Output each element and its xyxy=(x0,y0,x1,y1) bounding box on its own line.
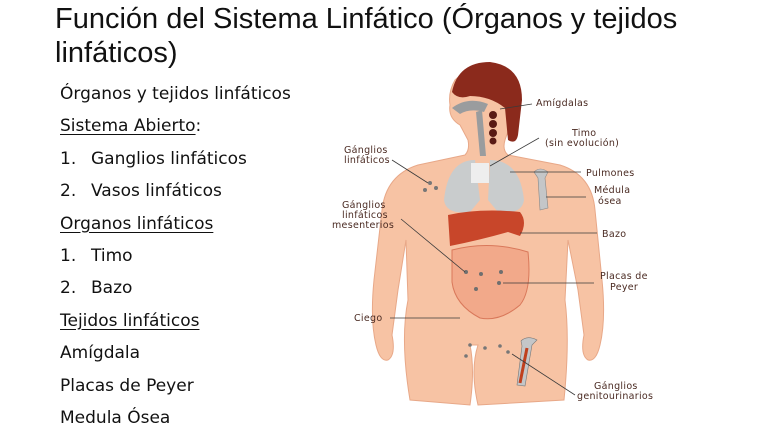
content-list: Órganos y tejidos linfáticos Sistema Abi… xyxy=(60,78,330,434)
label-mesenterios-1: Gánglios xyxy=(342,200,386,211)
line-text: Medula Ósea xyxy=(60,407,171,428)
list-line-placas: Placas de Peyer xyxy=(60,370,330,402)
list-heading-tejidos: Tejidos linfáticos xyxy=(60,305,330,337)
lymphatic-system-diagram: Amígdalas Timo (sin evolución) Gánglios … xyxy=(332,62,653,406)
heading-text: Sistema Abierto xyxy=(60,116,196,137)
label-timo-sub: (sin evolución) xyxy=(545,138,619,149)
label-peyer-2: Peyer xyxy=(610,282,638,293)
label-peyer-1: Placas de xyxy=(600,271,648,282)
heading-colon: : xyxy=(195,116,202,137)
slide-title: Función del Sistema Linfático (Órganos y… xyxy=(55,3,678,69)
line-text: Amígdala xyxy=(60,343,141,364)
leader-lines xyxy=(390,103,597,396)
item-text: Timo xyxy=(91,245,133,266)
lymph-nodes xyxy=(423,181,510,358)
thymus xyxy=(471,163,489,183)
item-text: Bazo xyxy=(91,278,133,299)
label-ciego: Ciego xyxy=(354,313,382,324)
label-genito-2: genitourinarios xyxy=(577,391,653,402)
label-pulmones: Pulmones xyxy=(586,168,635,179)
item-number: 2. xyxy=(60,181,77,202)
label-medula: Médula xyxy=(594,185,630,196)
label-medula-sub: ósea xyxy=(598,196,622,207)
list-item-vasos: 2. Vasos linfáticos xyxy=(60,175,330,207)
label-mesenterios-2: linfáticos xyxy=(342,210,388,221)
label-timo: Timo xyxy=(571,128,596,139)
list-item-timo: 1. Timo xyxy=(60,240,330,272)
label-ganglios: Gánglios xyxy=(344,145,388,156)
list-item-bazo: 2. Bazo xyxy=(60,272,330,304)
label-mesenterios-3: mesenterios xyxy=(332,220,394,231)
label-amigdalas: Amígdalas xyxy=(536,98,588,109)
item-number: 1. xyxy=(60,245,77,266)
item-number: 1. xyxy=(60,148,77,169)
label-bazo: Bazo xyxy=(602,229,626,240)
list-item-ganglios: 1. Ganglios linfáticos xyxy=(60,143,330,175)
lungs xyxy=(444,160,524,213)
liver-spleen xyxy=(448,210,524,246)
heading-text: Organos linfáticos xyxy=(60,213,214,234)
heading-text: Tejidos linfáticos xyxy=(60,310,200,331)
item-number: 2. xyxy=(60,278,77,299)
peyer-patches xyxy=(464,270,503,291)
list-heading-organos: Organos linfáticos xyxy=(60,208,330,240)
item-text: Vasos linfáticos xyxy=(91,181,222,202)
list-heading-sistema-abierto: Sistema Abierto: xyxy=(60,110,330,142)
hair xyxy=(452,62,522,142)
list-line-amigdala: Amígdala xyxy=(60,337,330,369)
list-line-organos-tejidos: Órganos y tejidos linfáticos xyxy=(60,78,330,110)
line-text: Placas de Peyer xyxy=(60,375,194,396)
tonsils xyxy=(489,111,497,145)
intestines xyxy=(451,244,530,320)
label-genito-1: Gánglios xyxy=(594,381,638,392)
line-text: Órganos y tejidos linfáticos xyxy=(60,84,291,104)
arm-bone xyxy=(533,168,549,211)
list-line-medula: Medula Ósea xyxy=(60,402,330,434)
item-text: Ganglios linfáticos xyxy=(91,148,247,169)
label-ganglios-sub: linfáticos xyxy=(344,155,390,166)
